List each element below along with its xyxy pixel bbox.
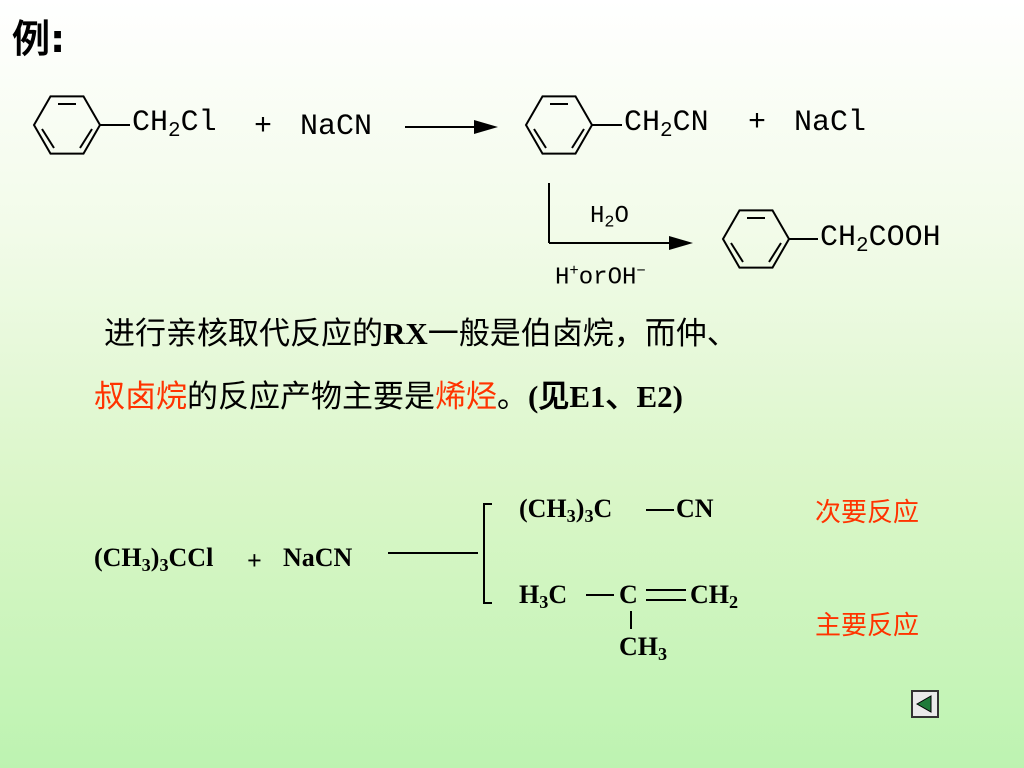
reactant-benzyl-chloride-group: CH2Cl	[132, 106, 217, 143]
reactant-tert-butyl-chloride: (CH3)3CCl	[94, 543, 214, 576]
major-product-ch2: CH2	[690, 580, 739, 613]
rx-term: RX	[383, 316, 428, 351]
tertiary-halide-term: 叔卤烷	[94, 379, 187, 415]
product-benzyl-cyanide-group: CH2CN	[624, 106, 709, 143]
back-button[interactable]	[911, 690, 939, 718]
reagent-nacn: NaCN	[300, 110, 373, 144]
major-product-central-c: C	[619, 580, 638, 609]
arrowhead-1	[474, 120, 498, 134]
plus-sign-2: +	[748, 106, 767, 140]
product-phenylacetic-acid-group: CH2COOH	[820, 221, 941, 258]
label-minor-reaction: 次要反应	[815, 498, 920, 528]
benzene-ring-1	[32, 95, 102, 155]
explanation-line-1: 进行亲核取代反应的RX一般是伯卤烷，而仲、	[104, 308, 738, 353]
condition-water: H2O	[590, 203, 629, 233]
benzene-ring-3	[721, 209, 791, 269]
text-segment: 进行亲核取代反应的	[104, 316, 383, 352]
text-segment: 一般是伯卤烷，而仲、	[427, 316, 738, 352]
back-arrow-icon	[915, 695, 932, 713]
byproduct-nacl: NaCl	[794, 106, 867, 140]
plus-sign-3: +	[247, 546, 262, 575]
explanation-line-2: 叔卤烷的反应产物主要是烯烃。(见E1、E2)	[94, 371, 683, 416]
reference-e1-e2: (见E1、E2)	[528, 379, 683, 414]
page-title: 例:	[12, 17, 66, 61]
benzene-ring-2	[524, 95, 594, 155]
text-segment: 的反应产物主要是	[187, 379, 435, 415]
major-product-h3c: H3C	[519, 580, 568, 613]
reagent-nacn-2: NaCN	[283, 543, 353, 572]
arrowhead-2	[669, 236, 693, 250]
text-segment: 。	[497, 379, 528, 415]
condition-acid-or-base: H+orOH−	[555, 262, 646, 292]
product-bracket	[483, 503, 492, 604]
plus-sign-1: +	[254, 110, 273, 144]
label-major-reaction: 主要反应	[815, 611, 920, 641]
alkene-term: 烯烃	[435, 379, 497, 415]
minor-product-left: (CH3)3C	[519, 494, 613, 527]
minor-product-right: CN	[676, 494, 714, 523]
major-product-branch-ch3: CH3	[619, 632, 668, 665]
